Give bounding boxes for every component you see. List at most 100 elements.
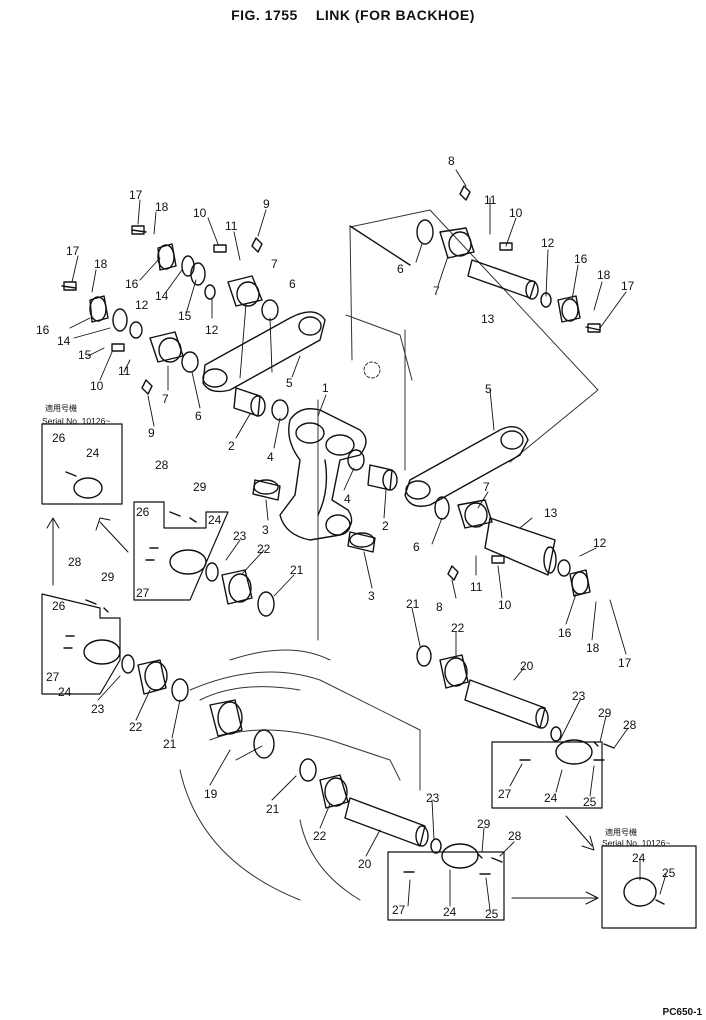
callout-29: 29 bbox=[193, 480, 207, 494]
bushing-parts bbox=[233, 387, 398, 553]
machine-outline bbox=[179, 209, 599, 901]
inset-bottom-right-text: 適用号機 Serial No. 10126~ 24 25 bbox=[602, 827, 676, 880]
lower-left-pin-assembly bbox=[121, 562, 317, 782]
inset-part-25: 25 bbox=[662, 866, 676, 880]
callout-3: 3 bbox=[368, 589, 375, 603]
inset-top-left-text: 適用号機 Serial No. 10126~ 26 24 bbox=[42, 403, 110, 460]
callout-22: 22 bbox=[451, 621, 465, 635]
callout-18: 18 bbox=[586, 641, 600, 655]
callout-22: 22 bbox=[313, 829, 327, 843]
callout-18: 18 bbox=[597, 268, 611, 282]
callout-29: 29 bbox=[101, 570, 115, 584]
callout-18: 18 bbox=[94, 257, 108, 271]
callout-10: 10 bbox=[498, 598, 512, 612]
callout-27: 27 bbox=[46, 670, 60, 684]
link-part-5-left bbox=[202, 311, 326, 393]
callout-22: 22 bbox=[129, 720, 143, 734]
callout-16: 16 bbox=[558, 626, 572, 640]
callout-11: 11 bbox=[118, 364, 131, 378]
inset-label-jp: 適用号機 bbox=[605, 827, 637, 837]
callout-11: 11 bbox=[470, 580, 483, 594]
callout-23: 23 bbox=[91, 702, 105, 716]
callout-15: 15 bbox=[78, 348, 92, 362]
callout-29: 29 bbox=[477, 817, 491, 831]
callout-21: 21 bbox=[290, 563, 304, 577]
figure-number: FIG. 1755 bbox=[231, 7, 298, 23]
callout-12: 12 bbox=[135, 298, 149, 312]
callout-28: 28 bbox=[68, 555, 82, 569]
callout-2: 2 bbox=[228, 439, 235, 453]
inset-plate-bottom-right bbox=[623, 877, 665, 907]
link-part-5-right bbox=[404, 426, 529, 507]
callout-24: 24 bbox=[58, 685, 72, 699]
callout-17: 17 bbox=[129, 188, 143, 202]
callout-5: 5 bbox=[485, 382, 492, 396]
callout-7: 7 bbox=[433, 284, 440, 298]
lower-right-pin-assembly bbox=[319, 645, 562, 854]
plate-assemblies bbox=[63, 511, 615, 875]
callout-12: 12 bbox=[593, 536, 607, 550]
callout-16: 16 bbox=[125, 277, 139, 291]
figure-name: LINK (FOR BACKHOE) bbox=[315, 7, 475, 23]
inset-serial: Serial No. 10126~ bbox=[42, 416, 110, 426]
callout-17: 17 bbox=[66, 244, 80, 258]
callout-29: 29 bbox=[598, 706, 612, 720]
callout-25: 25 bbox=[583, 795, 597, 809]
callout-6: 6 bbox=[289, 277, 296, 291]
callout-20: 20 bbox=[358, 857, 372, 871]
callout-25: 25 bbox=[485, 907, 499, 921]
callout-7: 7 bbox=[271, 257, 278, 271]
callout-17: 17 bbox=[621, 279, 635, 293]
drawing-code: PC650-1 bbox=[662, 1007, 702, 1018]
callout-19: 19 bbox=[204, 787, 218, 801]
upper-left-pin-assembly bbox=[61, 185, 601, 581]
inset-part-26: 26 bbox=[52, 431, 66, 445]
callout-16: 16 bbox=[574, 252, 588, 266]
hatched-arrows bbox=[46, 517, 599, 905]
callout-4: 4 bbox=[267, 450, 274, 464]
callout-21: 21 bbox=[163, 737, 177, 751]
callout-5: 5 bbox=[286, 376, 293, 390]
callout-27: 27 bbox=[392, 903, 406, 917]
callout-28: 28 bbox=[155, 458, 169, 472]
callout-14: 14 bbox=[155, 289, 169, 303]
callout-23: 23 bbox=[426, 791, 440, 805]
callout-3: 3 bbox=[262, 523, 269, 537]
callout-26: 26 bbox=[52, 599, 66, 613]
callout-6: 6 bbox=[195, 409, 202, 423]
inset-plate-top-left bbox=[65, 471, 103, 499]
inset-part-24: 24 bbox=[632, 851, 646, 865]
callout-9: 9 bbox=[263, 197, 270, 211]
plate-group-boxes bbox=[41, 423, 697, 929]
inset-serial: Serial No. 10126~ bbox=[602, 838, 670, 848]
inset-part-24: 24 bbox=[86, 446, 100, 460]
callout-24: 24 bbox=[208, 513, 222, 527]
right-middle-pin-assembly bbox=[434, 496, 591, 597]
callout-6: 6 bbox=[413, 540, 420, 554]
callout-9: 9 bbox=[148, 426, 155, 440]
upper-right-pin-assembly bbox=[349, 219, 581, 323]
callout-28: 28 bbox=[623, 718, 637, 732]
callout-8: 8 bbox=[448, 154, 455, 168]
callout-21: 21 bbox=[406, 597, 420, 611]
callout-24: 24 bbox=[443, 905, 457, 919]
callout-labels: 8 17 18 10 11 9 11 10 17 18 16 14 7 6 6 … bbox=[36, 154, 637, 921]
callout-1: 1 bbox=[322, 381, 329, 395]
callout-21: 21 bbox=[266, 802, 280, 816]
callout-23: 23 bbox=[233, 529, 247, 543]
callout-8: 8 bbox=[436, 600, 443, 614]
callout-6: 6 bbox=[397, 262, 404, 276]
callout-4: 4 bbox=[344, 492, 351, 506]
callout-22: 22 bbox=[257, 542, 271, 556]
callout-18: 18 bbox=[155, 200, 169, 214]
callout-24: 24 bbox=[544, 791, 558, 805]
callout-7: 7 bbox=[483, 480, 490, 494]
callout-10: 10 bbox=[509, 206, 523, 220]
callout-13: 13 bbox=[481, 312, 495, 326]
callout-7: 7 bbox=[162, 392, 169, 406]
callout-2: 2 bbox=[382, 519, 389, 533]
callout-17: 17 bbox=[618, 656, 632, 670]
callout-23: 23 bbox=[572, 689, 586, 703]
callout-28: 28 bbox=[508, 829, 522, 843]
